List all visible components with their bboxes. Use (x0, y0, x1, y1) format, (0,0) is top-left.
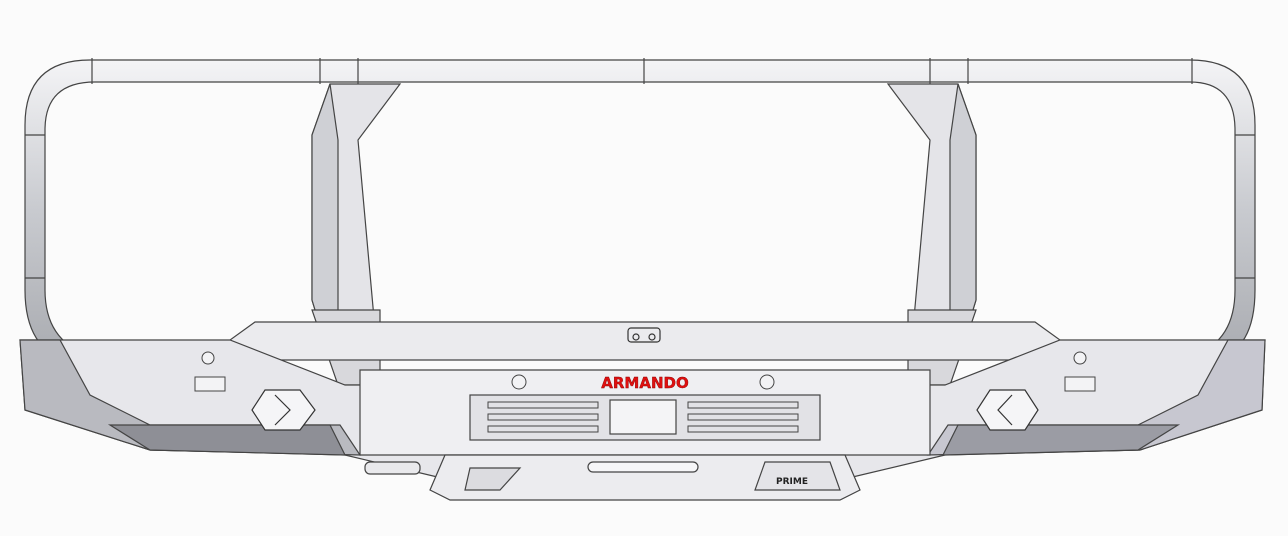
right-indicator (1064, 376, 1096, 392)
hoop-tube (24, 58, 1256, 363)
skid-plate (429, 454, 861, 501)
grille-slots (487, 401, 799, 433)
winch-fairlead-icon (627, 327, 661, 343)
right-shackle-hole (759, 374, 775, 390)
left-bolt (201, 351, 215, 365)
right-fog-light (976, 389, 1039, 431)
bumper-body (19, 339, 1266, 481)
plate-badge-logo: PRIME (776, 477, 808, 487)
left-fog-light (251, 389, 316, 431)
brand-logo: ARMANDO (601, 374, 688, 392)
left-indicator (194, 376, 226, 392)
right-bolt (1073, 351, 1087, 365)
left-shackle-hole (511, 374, 527, 390)
